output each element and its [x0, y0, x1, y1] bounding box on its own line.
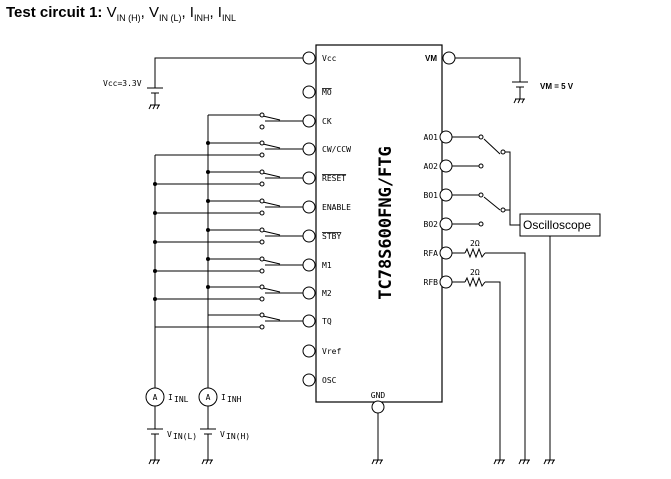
ground-symbol: [371, 459, 383, 465]
pin-ck: CK: [322, 117, 332, 126]
ammeter-inh: [198, 387, 218, 407]
pin-bo1: BO1: [424, 191, 439, 200]
pin-ao2: AO2: [424, 162, 439, 171]
switch-row-tq: [155, 314, 303, 328]
inl-sub: INL: [174, 395, 189, 404]
oscilloscope-box: [519, 213, 601, 237]
vinh-sub: IN(H): [226, 432, 250, 441]
pin-osc: OSC: [322, 376, 337, 385]
title-v: V: [106, 4, 117, 21]
rfa-value: 2Ω: [470, 239, 480, 248]
title-sub-inl: INL: [221, 13, 236, 23]
wiring: [147, 44, 601, 465]
pin-gnd: GND: [371, 391, 386, 400]
ground-symbol: [201, 459, 213, 465]
title-sep2: , I: [181, 4, 194, 21]
inh-sub: INH: [227, 395, 242, 404]
title-sep1: , V: [140, 4, 159, 21]
title-lead: Test circuit 1:: [6, 4, 103, 21]
switch-row-reset: [155, 171, 303, 185]
rfb-resistor: [464, 276, 486, 288]
switch-row-cwccw: [155, 142, 303, 156]
pin-m2: M2: [322, 289, 332, 298]
ground-symbol: [148, 104, 160, 110]
pin-tq: TQ: [322, 317, 332, 326]
inh-label: I: [221, 393, 226, 402]
pin-vref: Vref: [322, 347, 341, 356]
pin-vcc: Vcc: [322, 54, 337, 63]
ground-symbol: [513, 98, 525, 104]
junctions: [153, 141, 210, 301]
switch-row-stby: [155, 229, 303, 243]
vcc-label: Vcc=3.3V: [103, 79, 142, 88]
pin-rfb: RFB: [424, 278, 439, 287]
switch-row-m2: [155, 286, 303, 300]
pin-stby: STBY: [322, 232, 341, 241]
vinl-label: V: [167, 430, 172, 439]
vinh-label: V: [220, 430, 225, 439]
oscilloscope-label: Oscilloscope: [523, 218, 591, 232]
switch-row-m1: [155, 258, 303, 272]
vcc-wire: [154, 57, 303, 88]
inl-label: I: [168, 393, 173, 402]
ammeter-inl-symbol: A: [153, 393, 158, 402]
pin-ao1: AO1: [424, 133, 439, 142]
pin-rfa: RFA: [424, 249, 439, 258]
rfb-value: 2Ω: [470, 268, 480, 277]
pin-circles: [145, 51, 456, 414]
switch-row-enable: [155, 200, 303, 214]
title-sub-inh: INH: [193, 13, 210, 23]
figure-title: Test circuit 1: VIN (H), VIN (L), IINH, …: [6, 4, 236, 23]
pin-mo: MO: [322, 88, 332, 97]
title-sub-l: IN (L): [158, 13, 182, 23]
chip-name: TC78S600FNG/FTG: [376, 146, 396, 300]
switch-row-ck: [208, 114, 303, 122]
pin-m1: M1: [322, 261, 332, 270]
ammeter-inl: [145, 387, 165, 407]
ammeter-inh-symbol: A: [206, 393, 211, 402]
ground-symbol: [493, 459, 505, 465]
pin-cw-ccw: CW/CCW: [322, 145, 351, 154]
pin-vm: VM: [425, 54, 437, 63]
title-sub-h: IN (H): [116, 13, 141, 23]
rfa-resistor: [464, 247, 486, 259]
scope-input-wire: [505, 151, 520, 226]
output-switch-ao: [452, 136, 505, 167]
output-switch-bo: [452, 194, 505, 225]
rfa-wire: [485, 252, 526, 460]
title-sep3: , I: [209, 4, 222, 21]
ground-symbol: [148, 459, 160, 465]
ground-symbol: [543, 459, 555, 465]
pin-enable: ENABLE: [322, 203, 351, 212]
pin-bo2: BO2: [424, 220, 439, 229]
vm-label: VM = 5 V: [540, 82, 574, 91]
vinl-sub: IN(L): [173, 432, 197, 441]
pin-reset: RESET: [322, 174, 346, 183]
rfb-wire: [485, 281, 501, 460]
ground-symbol: [518, 459, 530, 465]
vm-wire: [455, 57, 521, 82]
